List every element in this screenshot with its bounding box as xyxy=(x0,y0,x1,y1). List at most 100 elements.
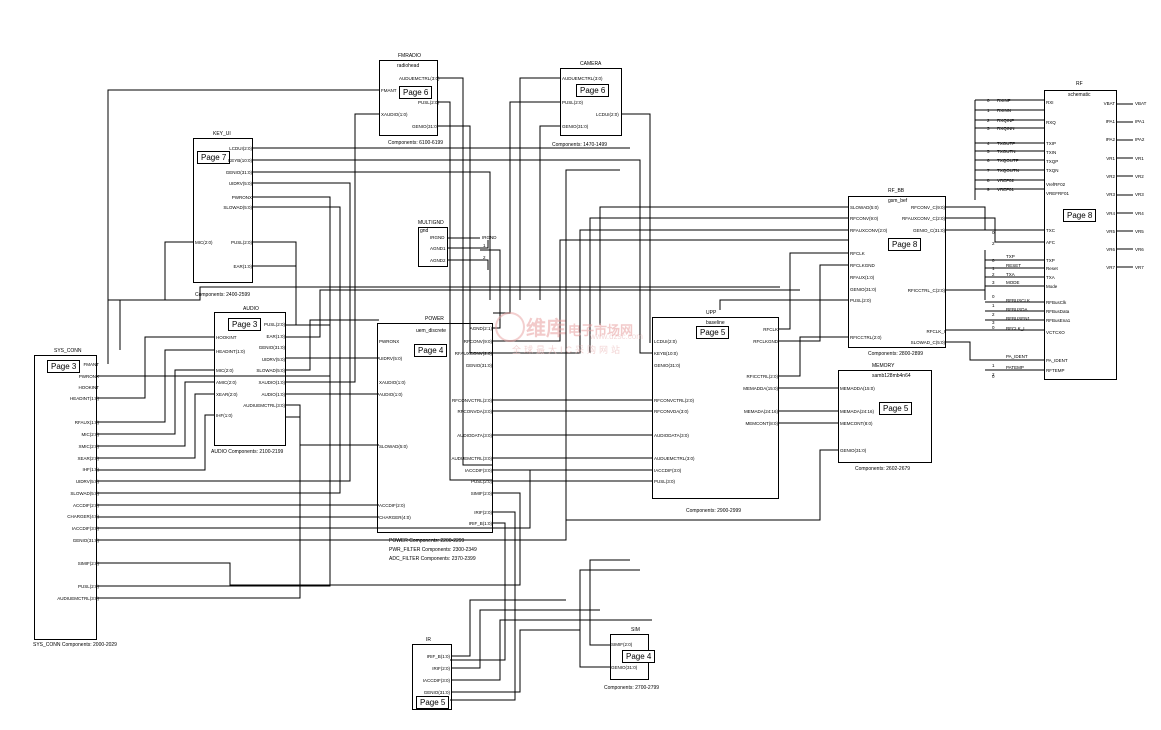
keyui-pins-pin: KEYB(10:0) xyxy=(228,158,252,163)
key-ui-page-link[interactable]: Page 7 xyxy=(197,151,231,164)
upp-pins-pin: MEMCONT(8:0) xyxy=(745,421,779,426)
memory-pin-memadda: MEMADDA(15:0) xyxy=(840,386,875,391)
rf-pins-pin: RXI xyxy=(1046,100,1054,105)
audio-pins-pin: XEAR(2:0) xyxy=(216,392,238,397)
rf-pins-pin: 9 xyxy=(987,187,990,192)
fmradio-pin-fmant: FMANT xyxy=(381,88,397,93)
rf-pins-pin: VR7 xyxy=(1135,265,1144,270)
rf-pins-pin: RFBusData xyxy=(1046,309,1070,314)
power-subtitle: uem_discrete xyxy=(416,328,447,334)
power-pins-pin: RFCONVCTRL(2:0) xyxy=(451,398,492,403)
upp-pins-pin: MEMADDA(15:0) xyxy=(743,386,778,391)
upp-subtitle: baseline xyxy=(706,320,725,326)
audio-pins-pin: SLOWAD(5:0) xyxy=(256,368,285,373)
watermark-name-text: 电子市场网 xyxy=(568,323,634,338)
rf-pins-pin: 1 xyxy=(987,108,990,113)
rf-pins-pin: VR3 xyxy=(1106,192,1115,197)
rf-pins-pin: VR3 xyxy=(1135,192,1144,197)
memory-subtitle: samb128mb4n64 xyxy=(872,373,911,379)
upp-pins-pin: IACCDIF(3:0) xyxy=(654,468,682,473)
rf-pins-pin: 2 xyxy=(992,272,995,277)
rfbb-pins-pin: SLOWAD_C(5:0) xyxy=(910,340,945,345)
upp-pins-pin: RFCONVDA(3:0) xyxy=(654,409,689,414)
ir-block xyxy=(412,644,452,710)
audio-page-link[interactable]: Page 3 xyxy=(228,318,262,331)
power-page-link[interactable]: Page 4 xyxy=(414,344,448,357)
rfbb-pins-pin: RFCLK xyxy=(850,251,865,256)
rf-block xyxy=(1044,90,1117,380)
memory-block xyxy=(838,370,932,463)
rf-pins-pin: IPA2 xyxy=(1135,137,1145,142)
upp-pins-pin: RFCONVCTRL(2:0) xyxy=(654,398,695,403)
sys-conn-page-link[interactable]: Page 3 xyxy=(47,360,81,373)
sys-pins-pin: PUSL(2:0) xyxy=(77,584,99,589)
keyui-pins-pin: GENIO(31:0) xyxy=(225,170,252,175)
upp-pins-pin: GENIO(31:0) xyxy=(654,363,681,368)
rf-pins-pin: VCTCXO xyxy=(1046,330,1065,335)
rf-pins-pin: Reset xyxy=(1046,266,1058,271)
sim-page-link[interactable]: Page 4 xyxy=(622,650,656,663)
sys-pins-pin: PWRONX xyxy=(78,374,99,379)
rf-pins-pin: 2 xyxy=(992,312,995,317)
fmradio-pin-xaudio: XAUDIO(1:0) xyxy=(381,112,408,117)
rf-pins-pin: 1 xyxy=(992,303,995,308)
upp-pins-pin: RFCLKGND xyxy=(753,339,778,344)
watermark-logo-icon xyxy=(495,312,525,342)
rf-pins-pin: VR5 xyxy=(1106,229,1115,234)
fmradio-page-link[interactable]: Page 6 xyxy=(399,86,433,99)
camera-page-link[interactable]: Page 6 xyxy=(576,84,610,97)
sys-pins-pin: SIMIF(2:0) xyxy=(77,561,99,566)
upp-component: Components: 2900-2999 xyxy=(686,508,742,514)
rf-pins-pin: VR4 xyxy=(1106,211,1115,216)
rfbb-pins-pin: PUSL(2:0) xyxy=(850,298,872,303)
ir-pin-irif: IRIF(2:0) xyxy=(432,666,450,671)
memory-page-link[interactable]: Page 5 xyxy=(879,402,913,415)
audio-pins-pin: HEADINT(1:0) xyxy=(216,349,246,354)
sys-pins-pin: HEADINT(1:0) xyxy=(69,396,99,401)
rf-pins-pin: VR5 xyxy=(1135,229,1144,234)
ir-page-link[interactable]: Page 5 xyxy=(416,696,450,709)
power-component-1: POWER Components: 2200-2299 xyxy=(389,538,465,544)
rf-pins-pin: VR2 xyxy=(1135,174,1144,179)
upp-pins-pin: AUDIODATA(3:0) xyxy=(654,433,689,438)
keyui-pins-pin: LCDUI(2:0) xyxy=(229,146,252,151)
rf-pins-pin: RXQINN xyxy=(997,126,1015,131)
power-pins-pin: XAUDIO(1:0) xyxy=(379,380,406,385)
audio-pins-pin: AMIC(2:0) xyxy=(216,380,237,385)
rfbb-pins-pin: RFICCTRL(2:0) xyxy=(850,335,882,340)
fmradio-pin-pusl: PUSL(2:0) xyxy=(418,100,440,105)
sys-pins-pin: UIDRV(5:0) xyxy=(75,479,99,484)
power-pins-pin: GENIO(31:0) xyxy=(465,363,492,368)
rf-bb-page-link[interactable]: Page 8 xyxy=(888,238,922,251)
upp-page-link[interactable]: Page 5 xyxy=(696,326,730,339)
rf-pins-pin: TXA xyxy=(1046,275,1055,280)
fmradio-pin-auduemctrl: AUDUEMCTRL(3:0) xyxy=(399,76,440,81)
power-pins-pin: SIMIF(2:0) xyxy=(470,491,492,496)
rf-pins-pin: VBAT xyxy=(1103,101,1115,106)
rf-pins-pin: VR1 xyxy=(1135,156,1144,161)
rf-pins-pin: 2 xyxy=(992,241,995,246)
rf-pins-pin: VREF01 xyxy=(997,187,1015,192)
rf-page-link[interactable]: Page 8 xyxy=(1063,209,1097,222)
rf-pins-pin: IPA2 xyxy=(1105,137,1115,142)
fmradio-subtitle: radiohead xyxy=(397,63,420,69)
rf-pins-pin: TXA xyxy=(1006,272,1015,277)
multignd-num-1: 1 xyxy=(483,243,486,248)
memory-pin-genio: GENIO(31:0) xyxy=(840,448,867,453)
power-pins-pin: IACCDIF(3:0) xyxy=(464,468,492,473)
sim-component: Components: 2700-2799 xyxy=(604,685,660,691)
keyui-pins-pin: SLOWAD(5:0) xyxy=(223,205,252,210)
rf-pins-pin: 0 xyxy=(992,374,995,379)
rf-pins-pin: 3 xyxy=(987,126,990,131)
rf-pins-pin: TXP xyxy=(1046,258,1055,263)
rf-pins-pin: TXQOUTN xyxy=(997,168,1019,173)
rf-bb-title: RF_BB xyxy=(888,188,905,194)
keyui-pins-pin: PWRONX xyxy=(231,195,252,200)
multignd-subtitle: gnd xyxy=(420,228,429,234)
rf-pins-pin: RXINN xyxy=(997,108,1012,113)
rf-title: RF xyxy=(1076,81,1083,87)
upp-block xyxy=(652,317,779,499)
audio-pins-pin: XAUDIO(1:0) xyxy=(258,380,285,385)
rfbb-pins-pin: RFCLK_I xyxy=(926,329,945,334)
